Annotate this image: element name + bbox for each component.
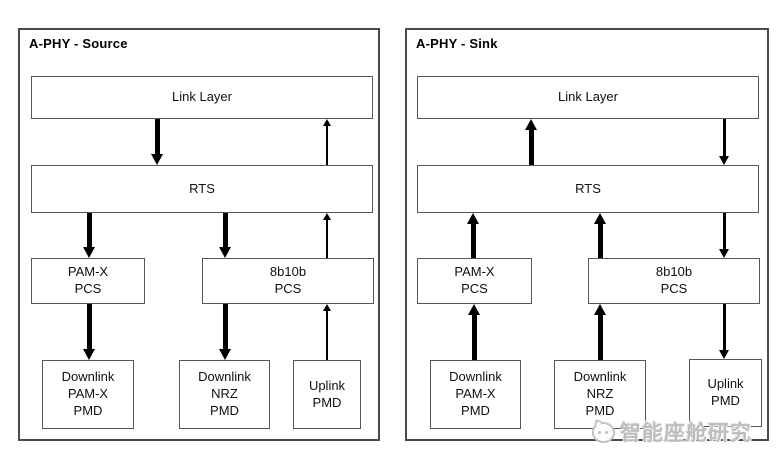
sink-downlink-nrz-pmd-box: Downlink NRZ PMD	[554, 360, 646, 429]
sink-uplink-pmd-box: Uplink PMD	[689, 359, 762, 427]
arrow-downlink-pamx-pmd-to-pamx-pcs-up	[468, 304, 481, 360]
arrow-rts-to-8b10b-pcs-down	[719, 213, 729, 258]
sink-downlink-pam-x-pmd-box: Downlink PAM-X PMD	[430, 360, 521, 429]
source-downlink-nrz-pmd-box: Downlink NRZ PMD	[179, 360, 270, 429]
arrow-8b10b-pcs-to-rts-up	[594, 213, 607, 258]
source-uplink-pmd-box: Uplink PMD	[293, 360, 361, 429]
sink-rts-box: RTS	[417, 165, 759, 213]
source-downlink-pam-x-pmd-box: Downlink PAM-X PMD	[42, 360, 134, 429]
arrow-linklayer-to-rts-down	[719, 119, 729, 165]
watermark: 智能座舱研究	[592, 417, 752, 447]
arrow-pamx-pcs-to-rts-up	[467, 213, 480, 258]
arrow-rts-to-linklayer-up	[323, 119, 331, 165]
sink-8b10b-pcs-box: 8b10b PCS	[588, 258, 760, 304]
arrow-8b10b-pcs-to-uplink-pmd-down	[719, 304, 729, 359]
arrow-downlink-nrz-pmd-to-8b10b-pcs-up	[594, 304, 607, 360]
sink-pam-x-pcs-box: PAM-X PCS	[417, 258, 532, 304]
panel-sink-title: A-PHY - Sink	[416, 36, 498, 51]
arrow-uplink-pmd-to-8b10b-pcs-up	[323, 304, 331, 360]
source-link-layer-box: Link Layer	[31, 76, 373, 119]
arrow-rts-to-8b10b-pcs-down	[219, 213, 232, 258]
source-8b10b-pcs-box: 8b10b PCS	[202, 258, 374, 304]
source-rts-box: RTS	[31, 165, 373, 213]
source-pam-x-pcs-box: PAM-X PCS	[31, 258, 145, 304]
mascot-face-icon	[592, 418, 615, 443]
panel-a-phy-sink: A-PHY - Sink Link Layer RTS PAM-X PCS 8b…	[405, 28, 769, 441]
panel-a-phy-source: A-PHY - Source Link Layer RTS PAM-X PCS …	[18, 28, 380, 441]
arrow-linklayer-to-rts-down	[151, 119, 164, 165]
arrow-rts-to-linklayer-up	[525, 119, 538, 165]
arrow-8b10b-pcs-to-rts-up	[323, 213, 331, 258]
arrow-rts-to-pamx-pcs-down	[83, 213, 96, 258]
panel-source-title: A-PHY - Source	[29, 36, 128, 51]
sink-link-layer-box: Link Layer	[417, 76, 759, 119]
arrow-8b10b-pcs-to-downlink-nrz-pmd-down	[219, 304, 232, 360]
arrow-pamx-pcs-to-downlink-pamx-pmd-down	[83, 304, 96, 360]
watermark-text: 智能座舱研究	[620, 422, 752, 445]
